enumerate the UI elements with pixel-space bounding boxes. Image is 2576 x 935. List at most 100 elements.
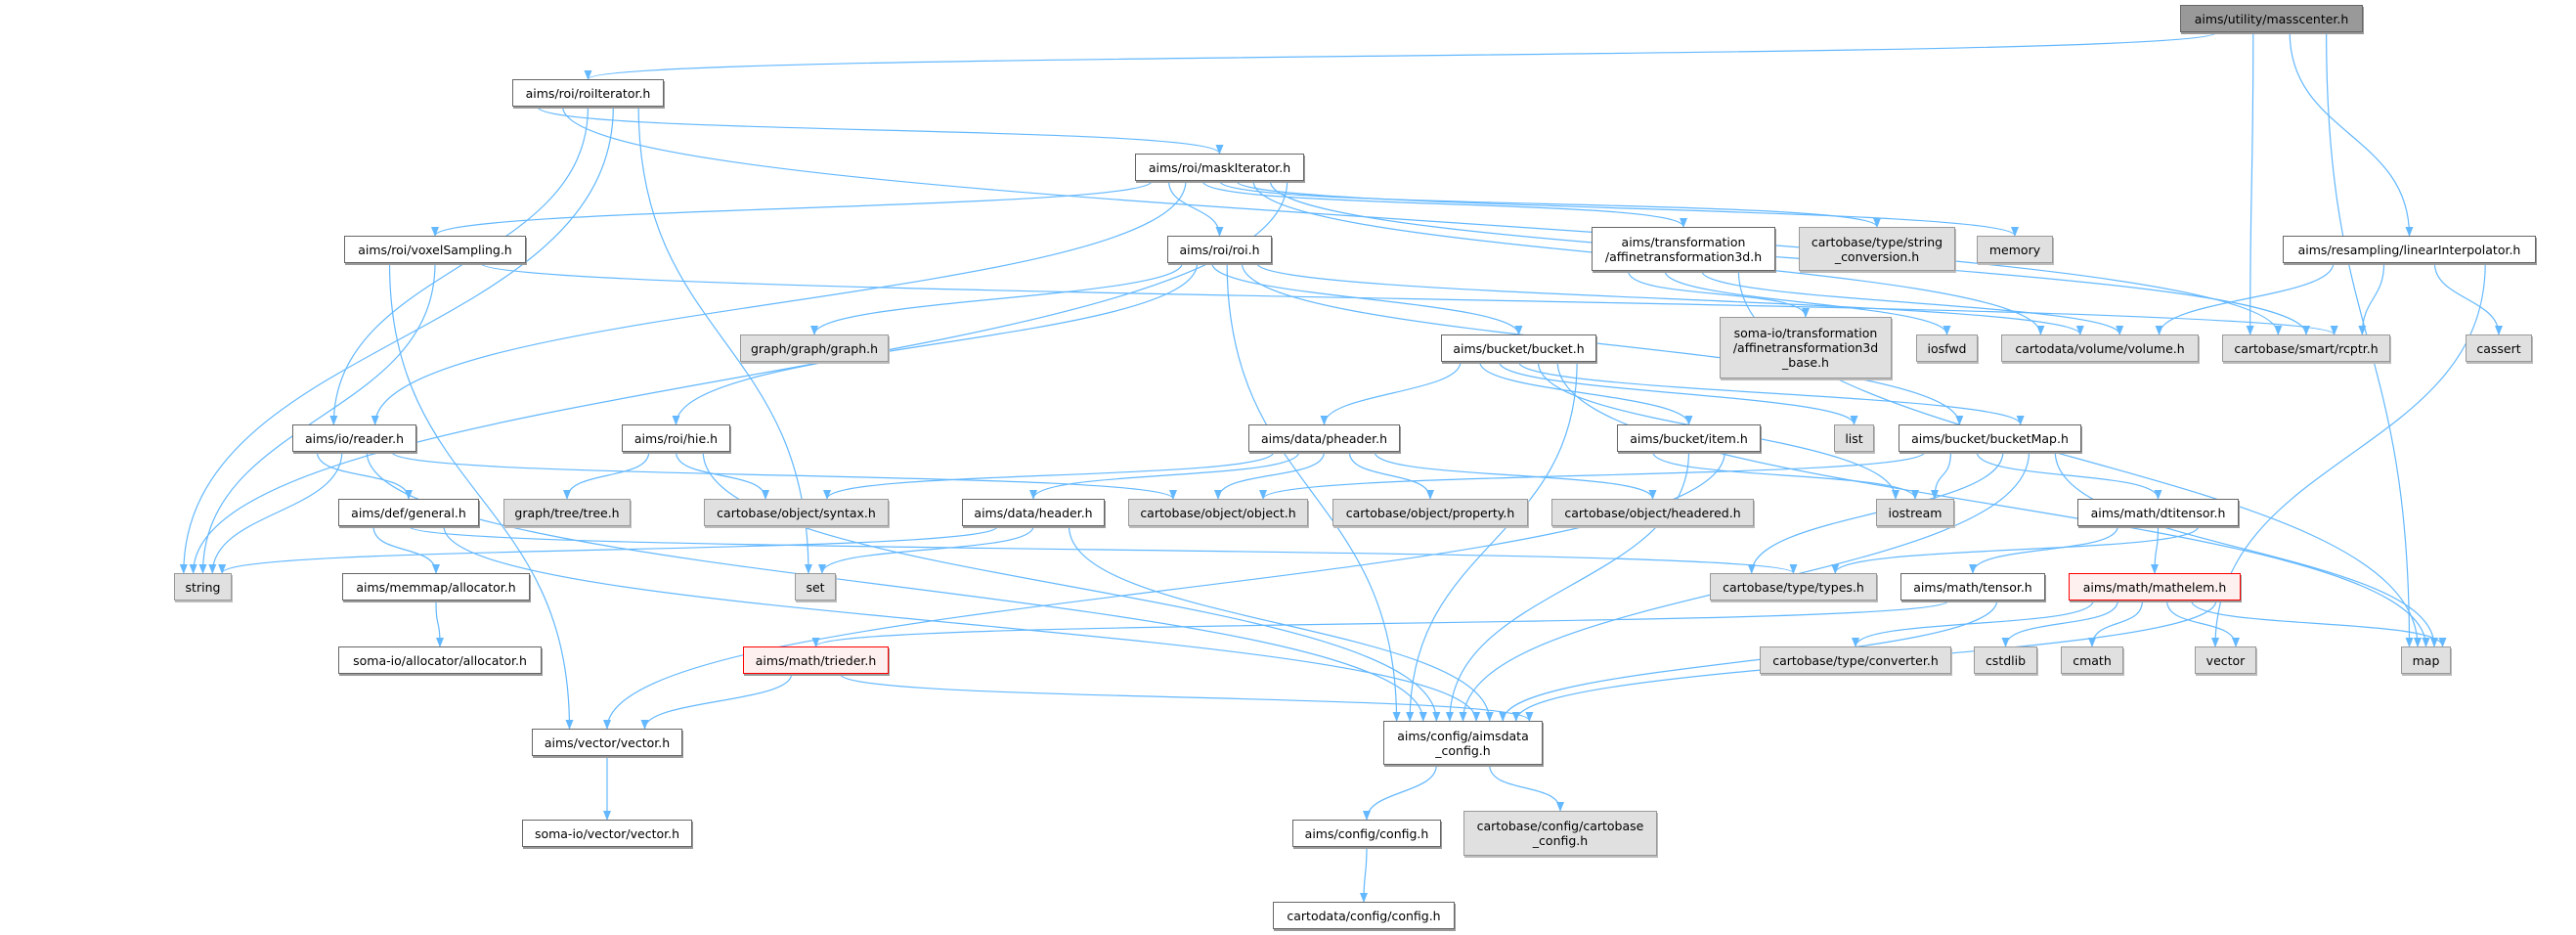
graph-node-tensor[interactable]: aims/math/tensor.h bbox=[1900, 573, 2045, 601]
edge-maskIterator-to-memory bbox=[1236, 180, 2019, 237]
graph-node-soma-alloc[interactable]: soma-io/allocator/allocator.h bbox=[338, 646, 542, 674]
edge-hie-to-syntax bbox=[675, 451, 769, 500]
edge-pheader-to-property bbox=[1348, 451, 1434, 500]
graph-node-memory: memory bbox=[1977, 236, 2053, 263]
graph-node-roi-iterator[interactable]: aims/roi/roiIterator.h bbox=[512, 79, 664, 107]
edge-bucket-to-item bbox=[1479, 361, 1693, 425]
edge-bucket-to-map bbox=[1556, 361, 2430, 647]
graph-node-iosfwd: iosfwd bbox=[1916, 334, 1978, 362]
graph-node-vectorh[interactable]: aims/vector/vector.h bbox=[532, 729, 682, 756]
edge-reader-to-string bbox=[208, 451, 343, 574]
edge-bucket-to-pheader bbox=[1320, 361, 1462, 425]
edge-roi-to-hie bbox=[672, 262, 1199, 425]
graph-node-map: map bbox=[2401, 646, 2451, 674]
edge-reader-to-general bbox=[316, 451, 413, 500]
graph-node-dtensor[interactable]: aims/math/dtitensor.h bbox=[2077, 499, 2239, 526]
graph-node-mathelem[interactable]: aims/math/mathelem.h bbox=[2069, 573, 2241, 601]
graph-node-iostream: iostream bbox=[1876, 499, 1954, 526]
edge-maskIterator-to-reader bbox=[371, 180, 1187, 425]
graph-node-string: string bbox=[174, 573, 232, 601]
graph-node-syntax: cartobase/object/syntax.h bbox=[704, 499, 889, 526]
edge-item-to-iostream bbox=[1652, 451, 1919, 500]
edge-pheader-to-headered bbox=[1374, 451, 1657, 500]
graph-node-pheader[interactable]: aims/data/pheader.h bbox=[1248, 424, 1400, 452]
graph-node-bucket[interactable]: aims/bucket/bucket.h bbox=[1441, 334, 1596, 362]
edge-maskIterator-to-voxelSampling bbox=[431, 180, 1153, 237]
edge-bucketMap-to-map bbox=[2054, 451, 2438, 647]
graph-node-config[interactable]: aims/config/config.h bbox=[1292, 820, 1441, 847]
graph-node-lin-interp[interactable]: aims/resampling/linearInterpolator.h bbox=[2283, 236, 2536, 263]
graph-node-header[interactable]: aims/data/header.h bbox=[962, 499, 1105, 526]
graph-node-aimsconfig[interactable]: aims/config/aimsdata _config.h bbox=[1383, 721, 1543, 765]
graph-node-rcptr: cartobase/smart/rcptr.h bbox=[2222, 334, 2390, 362]
graph-node-hie[interactable]: aims/roi/hie.h bbox=[622, 424, 730, 452]
graph-node-trieder[interactable]: aims/math/trieder.h bbox=[743, 646, 889, 674]
graph-node-list: list bbox=[1834, 424, 1874, 452]
edge-reader-to-object bbox=[391, 451, 1177, 500]
edge-roiIterator-to-reader bbox=[329, 106, 589, 425]
edge-maskIterator-to-roi bbox=[1168, 180, 1224, 237]
edge-linInterp-to-volume bbox=[2155, 262, 2335, 335]
edge-trieder-to-vectorh bbox=[640, 673, 793, 730]
edge-aimsconfig-to-config bbox=[1363, 764, 1437, 821]
edge-affine3d-to-volume bbox=[1701, 270, 2124, 335]
edge-masscenter-to-rcptr bbox=[2246, 31, 2254, 335]
edge-roi-to-graph bbox=[810, 262, 1183, 335]
edge-header-to-string bbox=[218, 525, 999, 574]
graph-node-cartodata-config[interactable]: cartodata/config/config.h bbox=[1273, 902, 1455, 929]
graph-node-carto-config: cartobase/config/cartobase _config.h bbox=[1463, 811, 1657, 856]
graph-node-graph: graph/graph/graph.h bbox=[740, 334, 889, 362]
graph-node-volume: cartodata/volume/volume.h bbox=[2001, 334, 2199, 362]
graph-node-voxel-sampling[interactable]: aims/roi/voxelSampling.h bbox=[344, 236, 526, 263]
graph-node-tree: graph/tree/tree.h bbox=[503, 499, 631, 526]
edge-dtensor-to-tensor bbox=[1969, 525, 2118, 574]
edge-bucketMap-to-dtensor bbox=[1976, 451, 2162, 500]
edge-item-to-vectorh bbox=[603, 451, 1725, 730]
graph-node-cstdlib: cstdlib bbox=[1974, 646, 2037, 674]
graph-node-vector: vector bbox=[2195, 646, 2256, 674]
edge-bucket-to-bucketMap bbox=[1517, 361, 2025, 425]
edge-linInterp-to-vector bbox=[2211, 262, 2486, 647]
edge-roiIterator-to-set bbox=[637, 106, 812, 574]
graph-node-roi[interactable]: aims/roi/roi.h bbox=[1167, 236, 1272, 263]
edge-pheader-to-header bbox=[1029, 451, 1300, 500]
edge-item-to-aimsconfig bbox=[1445, 451, 1690, 722]
edge-aimsconfig-to-cartoConfig bbox=[1489, 764, 1564, 812]
edge-bucket-to-aimsconfig bbox=[1406, 361, 1578, 722]
graph-node-general[interactable]: aims/def/general.h bbox=[338, 499, 479, 526]
edge-dtensor-to-mathelem bbox=[2151, 525, 2160, 574]
graph-node-property: cartobase/object/property.h bbox=[1332, 499, 1528, 526]
graph-node-converter: cartobase/type/converter.h bbox=[1760, 646, 1951, 674]
edge-maskIterator-to-affine3d bbox=[1201, 180, 1687, 228]
edge-pheader-to-syntax bbox=[823, 451, 1275, 500]
graph-node-object: cartobase/object/object.h bbox=[1128, 499, 1308, 526]
edge-bucketMap-to-iostream bbox=[1931, 451, 1952, 500]
edge-trieder-to-aimsconfig bbox=[839, 673, 1534, 722]
graph-node-cassert: cassert bbox=[2466, 334, 2532, 362]
edge-general-to-allocator bbox=[372, 525, 440, 574]
edge-mathelem-to-cstdlib bbox=[2001, 600, 2118, 647]
edge-bucket-to-list bbox=[1499, 361, 1858, 425]
graph-node-strconv: cartobase/type/string _conversion.h bbox=[1799, 227, 1955, 271]
graph-node-reader[interactable]: aims/io/reader.h bbox=[292, 424, 416, 452]
edge-hie-to-tree bbox=[563, 451, 650, 500]
graph-node-allocator[interactable]: aims/memmap/allocator.h bbox=[342, 573, 530, 601]
edge-mathelem-to-cmath bbox=[2088, 600, 2144, 647]
edge-config-to-cartodataConfig bbox=[1360, 846, 1369, 903]
graph-node-set: set bbox=[795, 573, 836, 601]
edge-masscenter-to-linInterp bbox=[2289, 31, 2414, 237]
edge-linInterp-to-cassert bbox=[2433, 262, 2503, 335]
graph-node-soma-vector[interactable]: soma-io/vector/vector.h bbox=[522, 820, 692, 847]
graph-node-bucket-map[interactable]: aims/bucket/bucketMap.h bbox=[1899, 424, 2081, 452]
edge-maskIterator-to-rcptr bbox=[1269, 180, 2310, 335]
edge-roi-to-aimsconfig bbox=[1226, 262, 1401, 722]
edge-roiIterator-to-string bbox=[179, 106, 614, 574]
graph-node-affine3d[interactable]: aims/transformation /affinetransformatio… bbox=[1592, 227, 1775, 271]
edge-affine3d-to-somaAffine bbox=[1628, 270, 1810, 318]
graph-node-item[interactable]: aims/bucket/item.h bbox=[1617, 424, 1761, 452]
edge-masscenter-to-roiIterator bbox=[585, 31, 2217, 80]
graph-node-mask-iterator[interactable]: aims/roi/maskIterator.h bbox=[1135, 154, 1304, 181]
edge-pheader-to-object bbox=[1214, 451, 1326, 500]
